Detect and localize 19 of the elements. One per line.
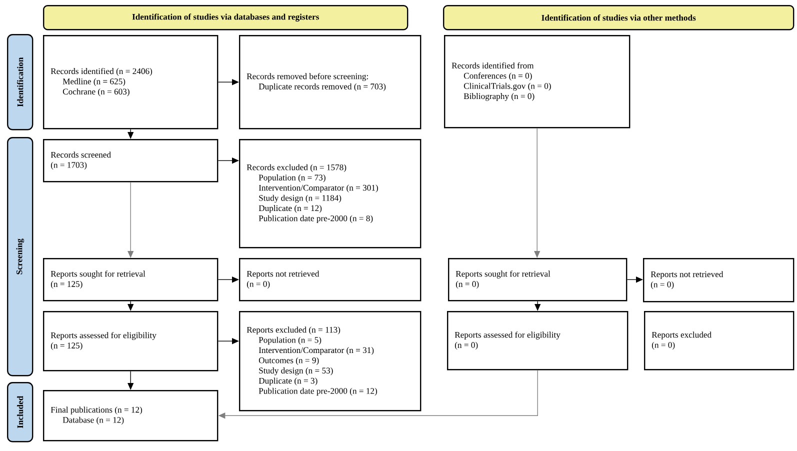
process-box: Records identified from Conferences (n = 0) ClinicalTrials.gov (n = 0) Bibliography (n = 0) bbox=[444, 35, 630, 128]
process-box: Reports excluded (n = 113) Population (n = 5) Intervention/Comparator (n = 31) Outcomes (n = 9) Study design (n = 53) Duplicate (n = 3) Publication date pre-2000 (n = 12) bbox=[239, 311, 422, 412]
process-box: Reports not retrieved (n = 0) bbox=[239, 258, 422, 302]
process-box: Reports assessed for eligibility (n = 125) bbox=[43, 311, 218, 372]
phase-label: Included bbox=[7, 382, 34, 442]
section-header: Identification of studies via databases and registers bbox=[43, 5, 408, 30]
process-box: Records excluded (n = 1578) Population (n = 73) Intervention/Comparator (n = 301) Study design (n = 1184) Duplicate (n = 12) Publication date pre-2000 (n = 8) bbox=[239, 139, 422, 248]
section-header: Identification of studies via other methods bbox=[443, 5, 794, 30]
process-box: Reports excluded (n = 0) bbox=[644, 311, 794, 370]
process-box: Records removed before screening: Duplicate records removed (n = 703) bbox=[239, 35, 422, 130]
process-box: Reports sought for retrieval (n = 0) bbox=[448, 258, 628, 302]
process-box: Reports not retrieved (n = 0) bbox=[643, 258, 794, 302]
process-box: Records identified (n = 2406) Medline (n = 625) Cochrane (n = 603) bbox=[43, 35, 218, 130]
process-box: Reports assessed for eligibility (n = 0) bbox=[447, 311, 628, 370]
process-box: Records screened (n = 1703) bbox=[43, 139, 218, 182]
process-box: Reports sought for retrieval (n = 125) bbox=[43, 258, 218, 302]
phase-label: Identification bbox=[7, 34, 34, 130]
phase-label: Screening bbox=[7, 137, 34, 376]
process-box: Final publications (n = 12) Database (n = 12) bbox=[43, 390, 218, 442]
